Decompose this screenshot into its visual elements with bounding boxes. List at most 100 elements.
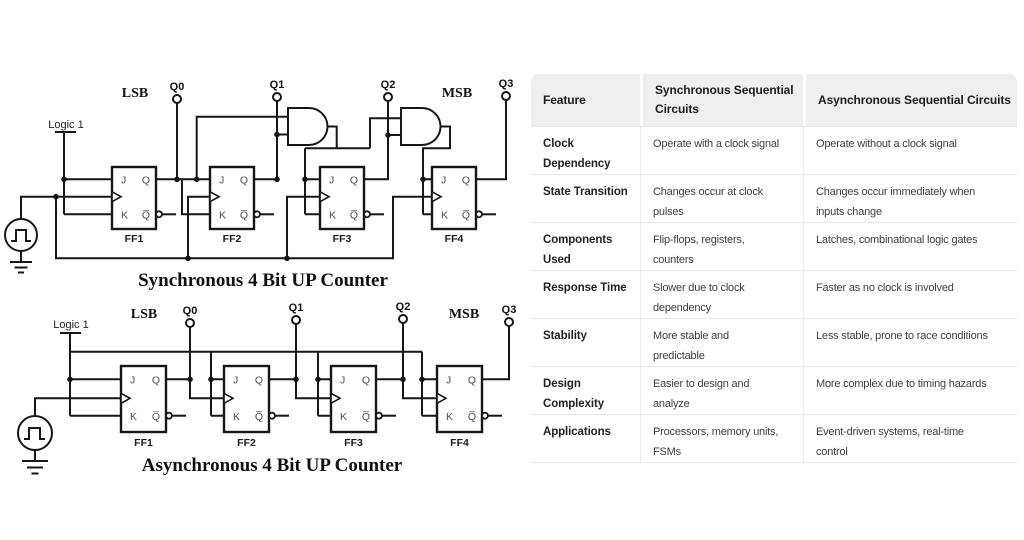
pin-k: K [219,210,226,222]
sync-q3-label: Q3 [499,78,514,90]
pin-q: Q [240,175,248,187]
async-q2-label: Q2 [396,301,411,313]
pin-q: Q [255,375,263,387]
pin-k: K [329,210,336,222]
header-async: Asynchronous Sequential Circuits [803,74,1017,126]
ff3-label: FF3 [333,233,352,245]
pin-j: J [219,175,224,187]
pin-k: K [340,411,347,423]
async-cell: Event-driven systems, real-time control [803,414,1017,463]
clock-source-icon [4,218,38,252]
async-flip-flop-ff2: J Q K Q̅ FF2 [222,364,289,449]
pin-q: Q [142,175,150,187]
sync-q1-label: Q1 [270,79,285,91]
feature-cell: Stability [531,318,640,366]
counter-diagrams: J Q K Q̅ FF1 J Q K Q̅ FF2 J Q K Q̅ FF3 [4,78,516,476]
async-junction-dots [67,376,425,383]
sync-q0-label: Q0 [170,81,185,93]
and-gate-1-icon [287,107,329,146]
and-gate-2-icon [400,107,442,146]
ground-icon [10,251,32,274]
ff1-label: FF1 [134,437,153,449]
pin-j: J [121,175,126,187]
async-q0-label: Q0 [183,305,198,317]
async-cell: Latches, combinational logic gates [803,222,1017,270]
sync-lsb-label: LSB [122,86,148,101]
async-cell: Faster as no clock is involved [803,270,1017,318]
sync-flip-flop-ff4: J Q K Q̅ FF4 [430,165,496,245]
pin-j: J [130,375,135,387]
pin-qbar: Q̅ [462,210,470,222]
async-output-terminals [185,314,514,328]
sync-msb-label: MSB [442,86,472,101]
pin-qbar: Q̅ [142,210,150,222]
pin-q: Q [468,375,476,387]
ff2-label: FF2 [223,233,242,245]
pin-k: K [130,411,137,423]
ff4-label: FF4 [445,233,464,245]
pin-q: Q [152,375,160,387]
async-logic1-label: Logic 1 [53,319,88,331]
pin-qbar: Q̅ [468,411,476,423]
feature-cell: Clock Dependency [531,126,640,174]
async-lsb-label: LSB [131,307,157,322]
pin-j: J [441,175,446,187]
async-diagram-title: Asynchronous 4 Bit UP Counter [142,455,403,476]
ground-icon [22,450,48,475]
async-cell: Less stable, prone to race conditions [803,318,1017,366]
async-msb-label: MSB [449,307,479,322]
pin-q: Q [350,175,358,187]
table-row: Components Used Flip-flops, registers, c… [531,222,1017,270]
pin-qbar: Q̅ [362,411,370,423]
async-flip-flop-ff3: J Q K Q̅ FF3 [329,364,396,449]
pin-qbar: Q̅ [240,210,248,222]
pin-q: Q [362,375,370,387]
pin-q: Q [462,175,470,187]
feature-cell: Response Time [531,270,640,318]
async-cell: Operate without a clock signal [803,126,1017,174]
pin-j: J [233,375,238,387]
pin-k: K [233,411,240,423]
sync-cell: Slower due to clock dependency [640,270,803,318]
sync-cell: Easier to design and analyze [640,366,803,414]
async-cell: More complex due to timing hazards [803,366,1017,414]
feature-cell: Design Complexity [531,366,640,414]
sync-output-terminals [172,91,511,104]
async-flip-flop-ff4: J Q K Q̅ FF4 [435,364,502,449]
sync-flip-flop-ff2: J Q K Q̅ FF2 [208,165,274,245]
table-row: Design Complexity Easier to design and a… [531,366,1017,414]
async-flip-flop-ff1: J Q K Q̅ FF1 [119,364,186,449]
ff1-label: FF1 [125,233,144,245]
header-sync: Synchronous Sequential Circuits [640,74,803,126]
pin-j: J [340,375,345,387]
async-cell: Changes occur immediately when inputs ch… [803,174,1017,222]
sync-cell: Changes occur at clock pulses [640,174,803,222]
async-counter-diagram: J Q K Q̅ FF1 J Q K Q̅ FF2 J Q K Q̅ FF3 [17,301,516,476]
pin-k: K [121,210,128,222]
pin-j: J [329,175,334,187]
table-header: Feature Synchronous Sequential Circuits … [531,74,1017,126]
table-row: Applications Processors, memory units, F… [531,414,1017,463]
feature-cell: State Transition [531,174,640,222]
table-row: State Transition Changes occur at clock … [531,174,1017,222]
ff3-label: FF3 [344,437,363,449]
pin-qbar: Q̅ [350,210,358,222]
sync-flip-flop-ff1: J Q K Q̅ FF1 [110,165,176,245]
pin-k: K [441,210,448,222]
pin-k: K [446,411,453,423]
sync-flip-flop-ff3: J Q K Q̅ FF3 [318,165,384,245]
pin-qbar: Q̅ [255,411,263,423]
header-feature: Feature [531,74,640,126]
sync-counter-diagram: J Q K Q̅ FF1 J Q K Q̅ FF2 J Q K Q̅ FF3 [4,78,514,291]
sync-cell: More stable and predictable [640,318,803,366]
sync-cell: Processors, memory units, FSMs [640,414,803,463]
sync-cell: Operate with a clock signal [640,126,803,174]
feature-cell: Components Used [531,222,640,270]
sync-q2-label: Q2 [381,79,396,91]
pin-qbar: Q̅ [152,411,160,423]
feature-cell: Applications [531,414,640,463]
table-row: Clock Dependency Operate with a clock si… [531,126,1017,174]
async-wires [34,323,510,417]
ff2-label: FF2 [237,437,256,449]
